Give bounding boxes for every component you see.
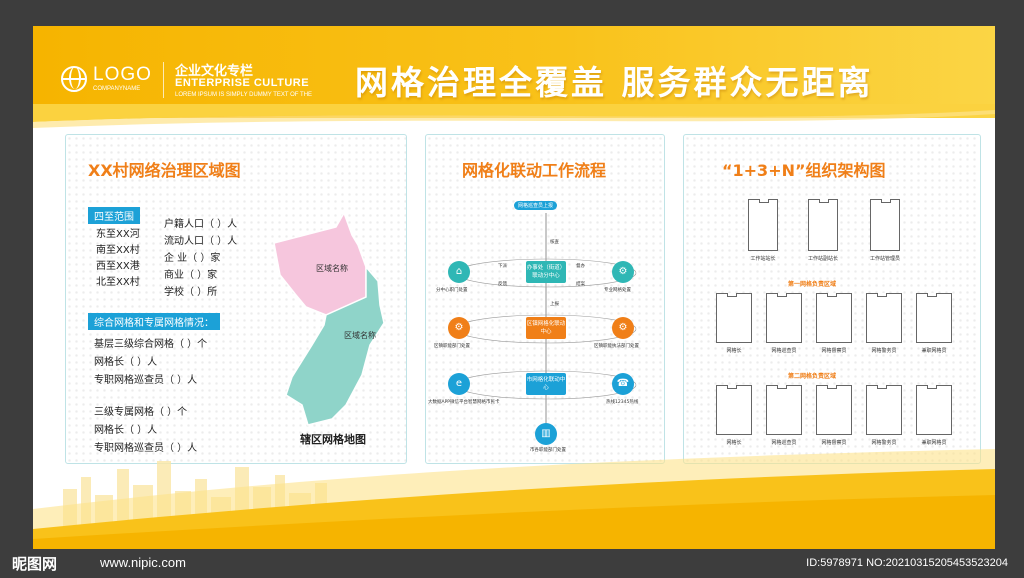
role-label: 网格巡查员 [771, 440, 797, 446]
photo-frame [766, 293, 802, 343]
role-label: 网格巡查员 [771, 348, 797, 354]
role-label: 网格警务员 [871, 348, 897, 354]
role-label: 网格督察员 [821, 440, 847, 446]
hotline-icon: ☎ [612, 373, 634, 395]
professional-icon: ⚙ [612, 261, 634, 283]
grid-line-1: 基层三级综合网格（ ）个 [94, 339, 208, 350]
right-2-label: 区镇职能执法部门处置 [594, 344, 639, 349]
app-icon: e [448, 373, 470, 395]
region-1-label: 区域名称 [316, 264, 348, 273]
tiny-supervise: 督办 [576, 264, 585, 269]
role-label: 兼职网格员 [921, 440, 947, 446]
logo-subtext: COMPANYNAME [93, 86, 141, 92]
map-caption: 辖区网格地图 [300, 433, 366, 446]
bound-north: 北至XX村 [96, 277, 140, 288]
photo-frame [766, 385, 802, 435]
poster: LOGO COMPANYNAME 企业文化专栏 ENTERPRISE CULTU… [33, 26, 995, 549]
region-map-card: XX村网络治理区域图 四至范围 东至XX河 南至XX村 西至XX港 北至XX村 … [65, 134, 407, 464]
grid-line-3: 专职网格巡查员（ ）人 [94, 375, 198, 386]
grid-line-5: 网格长（ ）人 [94, 425, 158, 436]
section-1-label: 第一网格负责区域 [788, 281, 837, 288]
workflow-card: 网格化联动工作流程 网格巡查员上报 办事处（街道）联动分中心 区镇网格化联动中心… [425, 134, 665, 464]
tiny-verify: 核查 [550, 240, 559, 245]
watermark-site-name: 昵图网 [12, 555, 58, 573]
tiny-report: 上报 [550, 302, 559, 307]
stat-floating: 流动人口（ ）人 [164, 236, 238, 247]
district-dept-icon: ⚙ [448, 317, 470, 339]
region-2-label: 区域名称 [344, 331, 376, 340]
bound-east: 东至XX河 [96, 229, 140, 240]
role-label: 网格警务员 [871, 440, 897, 446]
grid-line-4: 三级专属网格（ ）个 [94, 407, 188, 418]
grid-line-6: 专职网格巡查员（ ）人 [94, 443, 198, 454]
left-2-label: 区镇职能部门处置 [434, 344, 470, 349]
stat-registered: 户籍人口（ ）人 [164, 219, 238, 230]
photo-frame [748, 199, 778, 251]
bounds-tag: 四至范围 [88, 207, 140, 224]
watermark-bar: 昵图网 www.nipic.com ID:5978971 NO:20210315… [0, 549, 1024, 578]
tiny-feedback: 反馈 [498, 282, 507, 287]
city-dept-icon: ▥ [535, 423, 557, 445]
workflow-connectors [455, 213, 637, 425]
center-1-box: 办事处（街道）联动分中心 [526, 261, 566, 283]
right-3-label: 热线12345热线 [606, 400, 639, 405]
bound-south: 南至XX村 [96, 245, 140, 256]
grid-situation-tag: 综合网格和专属网格情况： [88, 313, 220, 330]
watermark-url[interactable]: www.nipic.com [100, 555, 186, 570]
region-2 [285, 264, 385, 426]
stat-commerce: 商业（ ）家 [164, 270, 218, 281]
tiny-dispatch: 下派 [498, 264, 507, 269]
role-label: 工作站副站长 [807, 256, 838, 262]
main-title: 网格治理全覆盖 服务群众无距离 [355, 63, 874, 102]
photo-frame [808, 199, 838, 251]
logo-text: LOGO [93, 64, 152, 85]
globe-icon [61, 66, 87, 92]
stat-enterprise: 企 业（ ）家 [164, 253, 221, 264]
region-map-shapes [273, 211, 385, 426]
org-chart-card: “1+3+N”组织架构图 工作站站长 工作站副站长 工作站管理员 第一网格负责区… [683, 134, 981, 464]
role-label: 网格督察员 [821, 348, 847, 354]
photo-frame [916, 385, 952, 435]
culture-lorem: LOREM IPSUM IS SIMPLY DUMMY TEXT OF THE [175, 92, 313, 98]
center-2-box: 区镇网格化联动中心 [526, 317, 566, 339]
top-report-pill: 网格巡查员上报 [514, 201, 558, 210]
photo-frame [916, 293, 952, 343]
header-wave [33, 104, 995, 128]
role-label: 工作站管理员 [869, 256, 900, 262]
photo-frame [716, 293, 752, 343]
header-divider [163, 62, 164, 98]
bottom-label: 市各职能部门处置 [530, 448, 566, 453]
workflow-title: 网格化联动工作流程 [462, 161, 607, 180]
photo-frame [716, 385, 752, 435]
bound-west: 西至XX港 [96, 261, 140, 272]
photo-frame [816, 293, 852, 343]
photo-frame [866, 293, 902, 343]
culture-title-en: ENTERPRISE CULTURE [175, 77, 310, 89]
photo-frame [866, 385, 902, 435]
dotted-world-map [426, 135, 664, 463]
enforcement-icon: ⚙ [612, 317, 634, 339]
left-1-label: 分中心职门处置 [436, 288, 468, 293]
tiny-close: 结案 [576, 282, 585, 287]
photo-frame [870, 199, 900, 251]
stat-school: 学校（ ）所 [164, 287, 218, 298]
photo-frame [816, 385, 852, 435]
role-label: 兼职网格员 [921, 348, 947, 354]
footer-wave-skyline [33, 449, 995, 549]
grid-line-2: 网格长（ ）人 [94, 357, 158, 368]
center-3-box: 市网格化联动中心 [526, 373, 566, 395]
header-band: LOGO COMPANYNAME 企业文化专栏 ENTERPRISE CULTU… [33, 26, 995, 118]
role-label: 网格长 [726, 440, 742, 446]
left-3-label: 大数据APP微信平台智慧网格市民卡 [428, 400, 500, 405]
right-1-label: 专业网格处置 [604, 288, 631, 293]
dept-icon: ⌂ [448, 261, 470, 283]
watermark-id: ID:5978971 NO:20210315205453523204 [806, 557, 1008, 569]
culture-title-cn: 企业文化专栏 [175, 64, 254, 79]
region-map-title: XX村网络治理区域图 [88, 161, 241, 180]
org-chart-title: “1+3+N”组织架构图 [722, 161, 886, 180]
role-label: 网格长 [726, 348, 742, 354]
section-2-label: 第二网格负责区域 [788, 373, 837, 380]
role-label: 工作站站长 [750, 256, 776, 262]
